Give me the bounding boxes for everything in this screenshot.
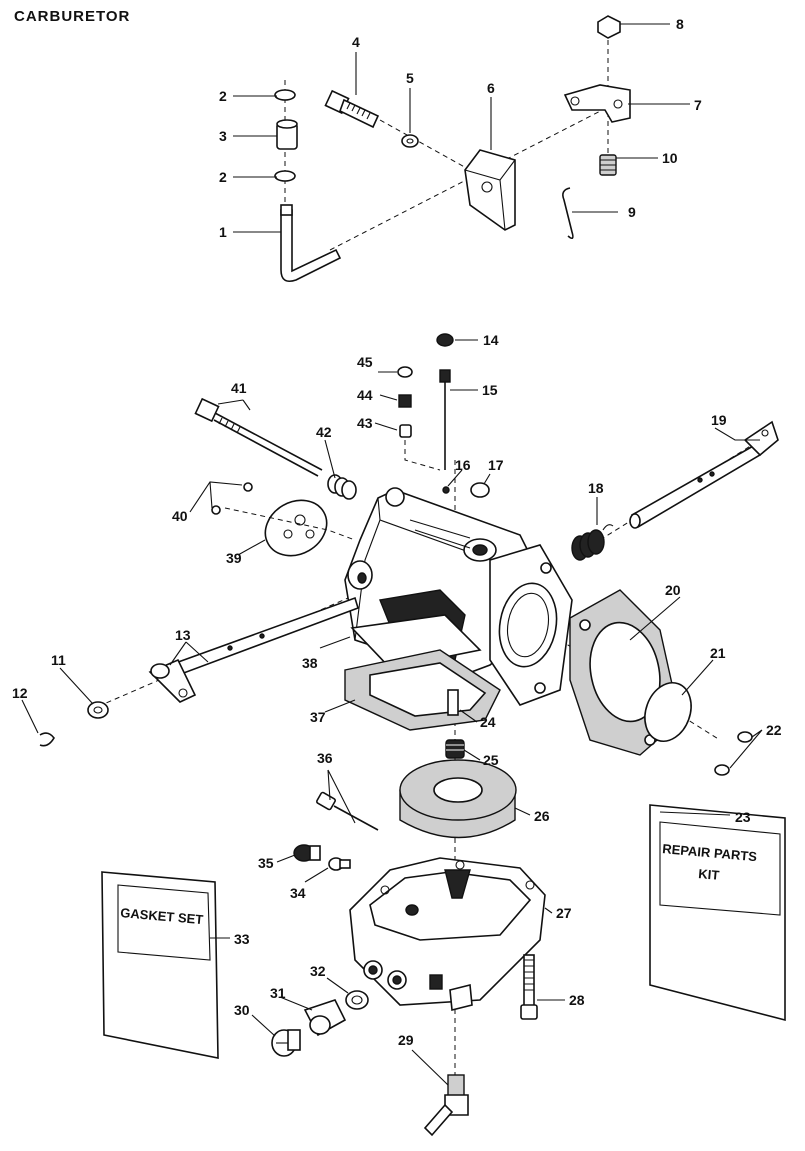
float-valve-seat-part	[445, 739, 465, 759]
repair-kit-card: REPAIR PARTS KIT	[649, 804, 786, 1022]
spring-part	[327, 474, 357, 500]
page-title: CARBURETOR	[14, 8, 131, 25]
screw-part	[293, 844, 321, 862]
throttle-spring-part	[571, 524, 614, 561]
throttle-shaft-part	[629, 420, 779, 529]
choke-shaft-part	[148, 596, 359, 703]
float-part	[399, 759, 517, 839]
callout-7: 7	[694, 97, 702, 113]
callout-2: 2	[219, 88, 227, 104]
carburetor-body-assembly	[39, 333, 779, 1137]
callout-13: 13	[175, 627, 191, 643]
repair-kit-line2: KIT	[698, 866, 720, 883]
callout-18: 18	[588, 480, 604, 496]
callout-17: 17	[488, 457, 504, 473]
float-bowl-part	[349, 857, 546, 1012]
callout-14: 14	[483, 332, 499, 348]
block-part	[464, 149, 516, 231]
callout-44: 44	[357, 387, 373, 403]
leader-lines	[21, 23, 763, 1086]
callout-20: 20	[665, 582, 681, 598]
callout-15: 15	[482, 382, 498, 398]
bracket-part	[563, 84, 631, 123]
callout-27: 27	[556, 905, 572, 921]
clip-part	[274, 89, 296, 101]
callout-26: 26	[534, 808, 550, 824]
callout-8: 8	[676, 16, 684, 32]
callout-24: 24	[480, 714, 496, 730]
callout-25: 25	[483, 752, 499, 768]
callout-6: 6	[487, 80, 495, 96]
callout-22: 22	[766, 722, 782, 738]
gasket-set-label: GASKET SET	[120, 905, 204, 927]
callout-43: 43	[357, 415, 373, 431]
callout-28: 28	[569, 992, 585, 1008]
callout-9: 9	[628, 204, 636, 220]
clip-part	[274, 170, 296, 182]
callout-1: 1	[219, 224, 227, 240]
gasket-set-card: GASKET SET	[101, 871, 219, 1059]
linkage-assembly	[274, 15, 631, 283]
callout-35: 35	[258, 855, 274, 871]
inlet-needle-part	[316, 791, 379, 831]
fuel-elbow-part	[423, 1074, 469, 1137]
callout-16: 16	[455, 457, 471, 473]
callout-3: 3	[219, 128, 227, 144]
callout-21: 21	[710, 645, 726, 661]
callout-11: 11	[51, 652, 66, 668]
callout-34: 34	[290, 885, 306, 901]
spring-clip-part	[562, 187, 574, 240]
bolt-part	[324, 89, 380, 129]
callout-39: 39	[226, 550, 242, 566]
bowl-bolt-part	[520, 954, 538, 1020]
screw-part	[599, 154, 617, 176]
callout-30: 30	[234, 1002, 250, 1018]
callout-29: 29	[398, 1032, 414, 1048]
callout-4: 4	[352, 34, 360, 50]
callout-10: 10	[662, 150, 678, 166]
l-rod-part	[280, 209, 342, 283]
callout-42: 42	[316, 424, 332, 440]
clip-part	[39, 732, 55, 747]
callout-40: 40	[172, 508, 188, 524]
callout-33: 33	[234, 931, 250, 947]
callout-19: 19	[711, 412, 727, 428]
callout-37: 37	[310, 709, 326, 725]
drain-plug-part	[271, 1029, 301, 1057]
screw-part	[328, 857, 351, 871]
washer-part	[401, 134, 419, 148]
callout-32: 32	[310, 963, 326, 979]
washer-part	[345, 990, 369, 1010]
throttle-disk-part	[644, 682, 692, 742]
washer-part	[87, 701, 109, 719]
fitting-part	[303, 999, 347, 1037]
callout-31: 31	[270, 985, 286, 1001]
callout-36: 36	[317, 750, 333, 766]
callout-12: 12	[12, 685, 28, 701]
callout-23: 23	[735, 809, 751, 825]
callout-38: 38	[302, 655, 318, 671]
callout-5: 5	[406, 70, 414, 86]
long-screw-part	[194, 397, 323, 477]
callout-41: 41	[231, 380, 247, 396]
callout-45: 45	[357, 354, 373, 370]
nut-part	[597, 15, 621, 39]
callout-2: 2	[219, 169, 227, 185]
callout-numbers: 2 3 2 1 4 5 6 8 7 10 9 14 15 45 44 43 41…	[12, 16, 782, 1048]
throttle-plate-part	[264, 499, 328, 557]
